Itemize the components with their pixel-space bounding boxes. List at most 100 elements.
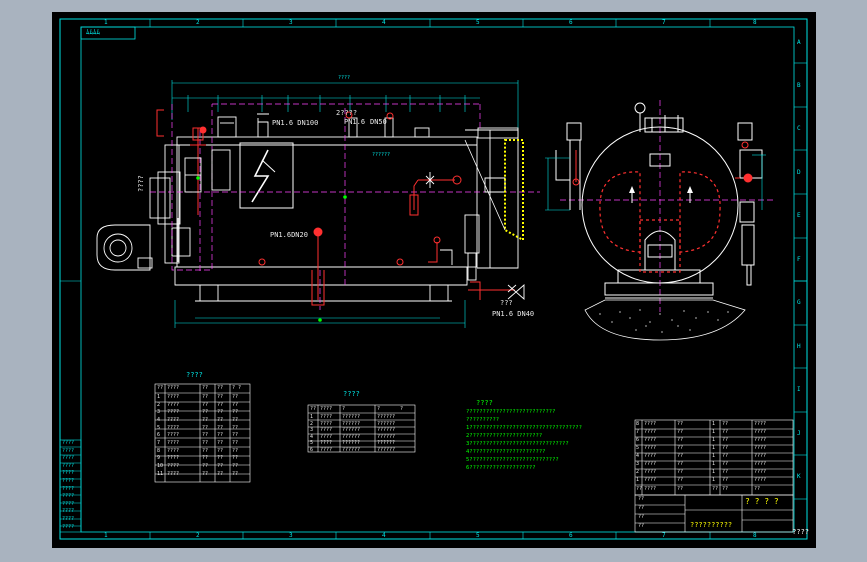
bom-cell: 7	[636, 429, 640, 435]
bom-cell: ????	[754, 453, 767, 459]
parts-header-cell: ??	[217, 385, 224, 391]
row-letter: I	[797, 386, 801, 393]
title-block-row-label: ??	[638, 523, 645, 529]
spec-table-title: ????	[343, 390, 360, 398]
bom-cell: ??	[722, 477, 729, 483]
column-number: 4	[382, 19, 386, 26]
bom-cell: 1	[712, 453, 716, 459]
bom-cell: 4	[636, 453, 640, 459]
parts-cell: ??	[217, 462, 224, 469]
parts-cell: 2	[157, 401, 161, 408]
row-letter: J	[797, 430, 801, 437]
spec-cell: ????	[320, 440, 333, 446]
bom-cell: ????	[754, 437, 767, 443]
boiler-front-view	[96, 80, 540, 328]
ground-foundation	[584, 299, 746, 341]
parts-cell: ????	[167, 455, 180, 462]
outer-frame	[59, 18, 808, 540]
revision-cell: ????	[62, 462, 75, 469]
parts-cell: ??	[232, 401, 239, 408]
parts-cell: 5	[157, 424, 161, 431]
spec-cell: 2	[310, 420, 314, 427]
inner-frame	[80, 26, 795, 533]
parts-table-grid	[154, 383, 251, 483]
column-number-bottom: 2	[196, 532, 200, 539]
parts-cell: ??	[217, 455, 224, 462]
note-line: 3??????????????????????????????	[466, 441, 569, 447]
parts-cell: ??	[232, 416, 239, 423]
bom-cell: ??	[722, 445, 729, 451]
column-number-bottom: 6	[569, 532, 573, 539]
bom-cell: 8	[636, 421, 640, 427]
parts-cell: ??	[232, 432, 239, 439]
note-line: 6????????????????????	[466, 465, 536, 471]
column-number-bottom: 1	[104, 532, 108, 539]
spec-header-cell: ?	[400, 406, 404, 412]
parts-header-cell: ??	[202, 385, 209, 391]
column-number-bottom: 3	[289, 532, 293, 539]
bom-header-cell: ????	[644, 486, 657, 492]
bom-cell: ??	[677, 453, 684, 459]
column-number: 6	[569, 19, 573, 26]
note-line: ???????????????????????????	[466, 409, 556, 415]
parts-cell: ??	[217, 394, 224, 400]
parts-cell: ??	[217, 409, 224, 416]
parts-cell: ??	[232, 447, 239, 454]
bom-cell: ??	[677, 429, 684, 435]
spec-cell: ??????	[377, 420, 396, 427]
row-letter: F	[797, 256, 801, 263]
column-number: 1	[104, 19, 108, 26]
parts-cell: ????	[167, 447, 180, 454]
bom-cell: ??	[677, 461, 684, 467]
parts-cell: ??	[232, 455, 239, 462]
parts-header-cell: ????	[167, 385, 180, 391]
revision-cell: ????	[62, 440, 75, 446]
bom-cell: ????	[644, 421, 657, 427]
bom-cell: ????	[754, 429, 767, 435]
column-number: 7	[662, 19, 666, 26]
column-number: 2	[196, 19, 200, 26]
parts-cell: ??	[202, 409, 209, 416]
frame-ticks	[60, 19, 807, 539]
parts-cell: ??	[217, 432, 224, 439]
parts-cell: ??	[202, 401, 209, 408]
note-line: 5???????????????????????????	[466, 457, 559, 463]
bom-cell: ??	[677, 445, 684, 451]
parts-cell: ??	[232, 462, 239, 469]
row-letter: G	[797, 299, 801, 306]
spec-header-cell: ????	[320, 406, 333, 412]
revision-cell: ????	[62, 478, 75, 484]
boiler-side-view	[545, 100, 775, 341]
row-letter: C	[797, 125, 801, 132]
bom-cell: 1	[712, 461, 716, 467]
spec-cell: ??????	[342, 414, 361, 420]
note-line: 1??????????????????????????????????	[466, 425, 582, 431]
spec-cell: ????	[320, 446, 333, 453]
parts-cell: ????	[167, 401, 180, 408]
bom-cell: 2	[636, 469, 640, 475]
revision-cell: ????	[62, 447, 75, 454]
parts-cell: 11	[157, 470, 164, 477]
revision-cell: ????	[62, 508, 75, 515]
label-burner-dim: ????	[137, 175, 145, 192]
bom-cell: ??	[722, 421, 729, 427]
spec-cell: ????	[320, 414, 333, 420]
spec-cell: ??????	[342, 440, 361, 446]
spec-cell: 1	[310, 414, 314, 420]
parts-cell: ??	[202, 439, 209, 446]
column-number-bottom: 5	[476, 532, 480, 539]
spec-cell: ??????	[377, 414, 396, 420]
parts-cell: 6	[157, 432, 161, 439]
bom-cell: 6	[636, 437, 640, 443]
parts-cell: ????	[167, 409, 180, 416]
bom-cell: ??	[722, 453, 729, 459]
column-number-bottom: 7	[662, 532, 666, 539]
spec-cell: ??????	[342, 420, 361, 427]
parts-cell: ??	[232, 394, 239, 400]
parts-cell: 4	[157, 416, 161, 423]
spec-cell: ????	[320, 433, 333, 440]
column-number: 3	[289, 19, 293, 26]
spec-cell: 4	[310, 433, 314, 440]
spec-cell: 3	[310, 427, 314, 433]
